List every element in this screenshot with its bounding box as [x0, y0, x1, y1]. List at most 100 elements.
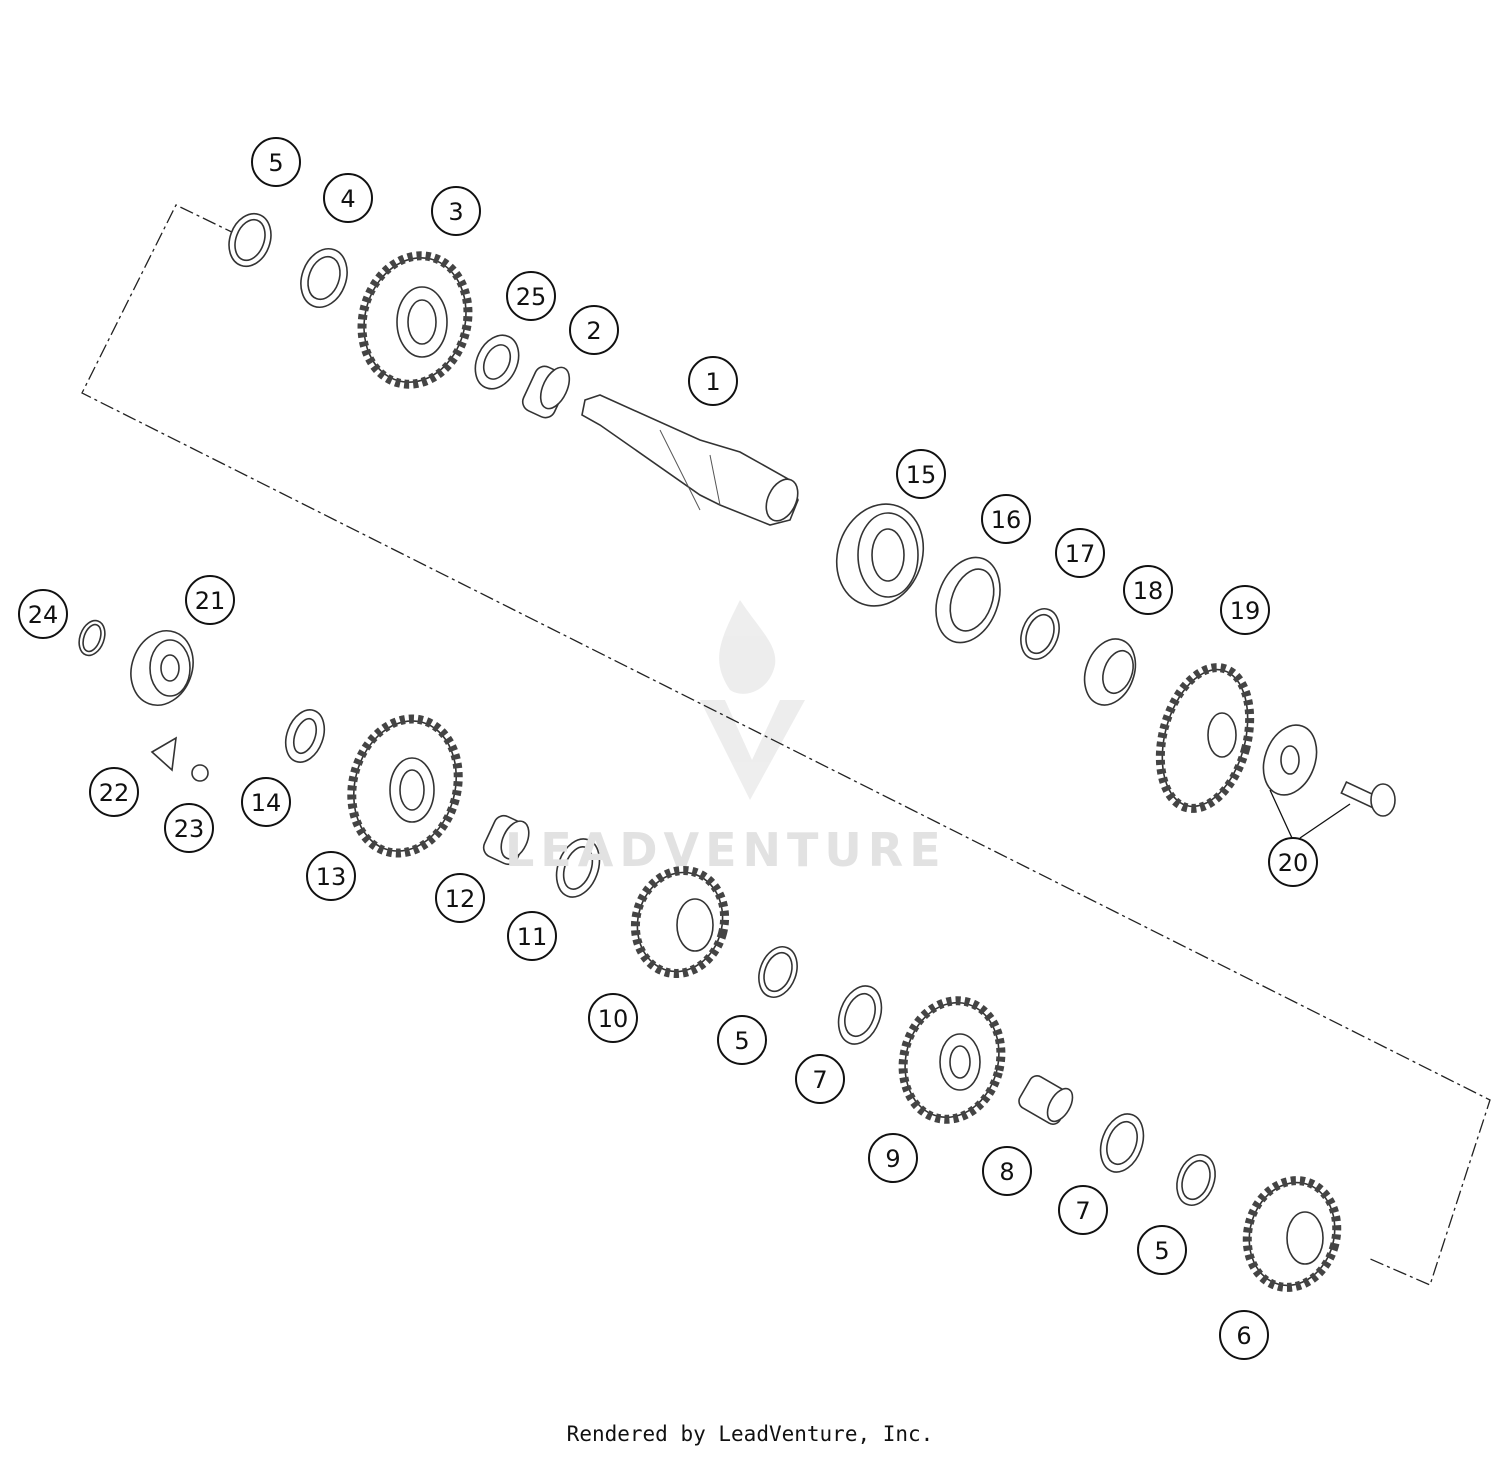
callout-label: 19: [1230, 597, 1261, 625]
callout-label: 5: [268, 149, 283, 177]
callout-1[interactable]: 1: [688, 356, 738, 406]
callout-label: 8: [999, 1158, 1014, 1186]
callout-label: 23: [174, 815, 205, 843]
callout-circle: [431, 186, 481, 236]
callout-16[interactable]: 16: [981, 494, 1031, 544]
callout-circle: [251, 137, 301, 187]
callout-8[interactable]: 8: [982, 1146, 1032, 1196]
callout-17[interactable]: 17: [1055, 528, 1105, 578]
callout-label: 9: [885, 1145, 900, 1173]
callout-circle: [323, 173, 373, 223]
callout-25[interactable]: 25: [506, 271, 556, 321]
callout-7[interactable]: 7: [1058, 1185, 1108, 1235]
callout-5[interactable]: 5: [251, 137, 301, 187]
gear-6: [1242, 1176, 1342, 1292]
callout-circle: [164, 803, 214, 853]
needle-bearing-8: [1018, 1075, 1074, 1125]
callout-circle: [435, 873, 485, 923]
callout-label: 1: [705, 368, 720, 396]
callout-circle: [795, 1054, 845, 1104]
callout-24[interactable]: 24: [18, 589, 68, 639]
callout-9[interactable]: 9: [868, 1133, 918, 1183]
callout-7[interactable]: 7: [795, 1054, 845, 1104]
leader-lines-20: [1269, 789, 1351, 839]
part-22: [150, 736, 177, 772]
callout-circle: [981, 494, 1031, 544]
callout-label: 21: [195, 587, 226, 615]
callout-label: 18: [1133, 577, 1164, 605]
callout-23[interactable]: 23: [164, 803, 214, 853]
callout-20[interactable]: 20: [1268, 837, 1318, 887]
callout-label: 25: [516, 283, 547, 311]
callout-circle: [506, 271, 556, 321]
main-shaft-1: [581, 394, 799, 526]
washer-20: [1262, 724, 1318, 796]
callout-label: 6: [1236, 1322, 1251, 1350]
bushing-2: [521, 365, 571, 419]
circlip-5-top: [228, 212, 272, 268]
callout-label: 3: [448, 198, 463, 226]
gear-10: [630, 865, 730, 979]
callout-19[interactable]: 19: [1220, 585, 1270, 635]
callout-circle: [717, 1015, 767, 1065]
callout-circle: [1058, 1185, 1108, 1235]
callout-circle: [241, 777, 291, 827]
callout-label: 5: [734, 1027, 749, 1055]
washer-4: [300, 248, 348, 308]
callout-label: 22: [99, 779, 130, 807]
bolt-20: [1340, 781, 1396, 817]
callout-label: 7: [1075, 1197, 1090, 1225]
callout-circle: [1137, 1225, 1187, 1275]
circlip-5-low: [1176, 1154, 1216, 1206]
washer-25: [474, 334, 520, 390]
callout-label: 14: [251, 789, 282, 817]
callout-label: 17: [1065, 540, 1096, 568]
callout-10[interactable]: 10: [588, 993, 638, 1043]
callout-circle: [1268, 837, 1318, 887]
callout-6[interactable]: 6: [1219, 1310, 1269, 1360]
callout-circle: [982, 1146, 1032, 1196]
screw-23: [191, 764, 209, 782]
callout-11[interactable]: 11: [507, 911, 557, 961]
callout-label: 4: [340, 185, 355, 213]
bearing-21: [130, 630, 194, 706]
callout-circle: [1055, 528, 1105, 578]
callout-label: 7: [812, 1066, 827, 1094]
callout-3[interactable]: 3: [431, 186, 481, 236]
callout-22[interactable]: 22: [89, 767, 139, 817]
gear-9: [898, 996, 1006, 1124]
callout-14[interactable]: 14: [241, 777, 291, 827]
footer-credit: Rendered by LeadVenture, Inc.: [566, 1422, 934, 1446]
callout-label: 5: [1154, 1237, 1169, 1265]
callout-circle: [507, 911, 557, 961]
callout-circle: [569, 305, 619, 355]
assembly-outline: [81, 204, 1491, 1286]
callout-4[interactable]: 4: [323, 173, 373, 223]
callout-circle: [896, 449, 946, 499]
callout-label: 20: [1278, 849, 1309, 877]
washer-7-low: [1099, 1113, 1145, 1173]
callout-circle: [1219, 1310, 1269, 1360]
callout-13[interactable]: 13: [306, 851, 356, 901]
washer-14: [284, 709, 326, 763]
watermark-logo: [700, 600, 805, 800]
gear-3: [357, 251, 473, 389]
callout-2[interactable]: 2: [569, 305, 619, 355]
sprocket-19: [1155, 663, 1255, 813]
callout-5[interactable]: 5: [1137, 1225, 1187, 1275]
callout-5[interactable]: 5: [717, 1015, 767, 1065]
callout-label: 13: [316, 863, 347, 891]
callout-21[interactable]: 21: [185, 575, 235, 625]
circlip-5-mid: [758, 946, 798, 998]
washer-7-mid: [837, 985, 883, 1045]
callout-12[interactable]: 12: [435, 873, 485, 923]
callout-label: 24: [28, 601, 59, 629]
callout-circle: [688, 356, 738, 406]
callout-18[interactable]: 18: [1123, 565, 1173, 615]
callout-circle: [306, 851, 356, 901]
callout-label: 11: [517, 923, 548, 951]
callout-15[interactable]: 15: [896, 449, 946, 499]
seal-16: [935, 556, 1001, 644]
